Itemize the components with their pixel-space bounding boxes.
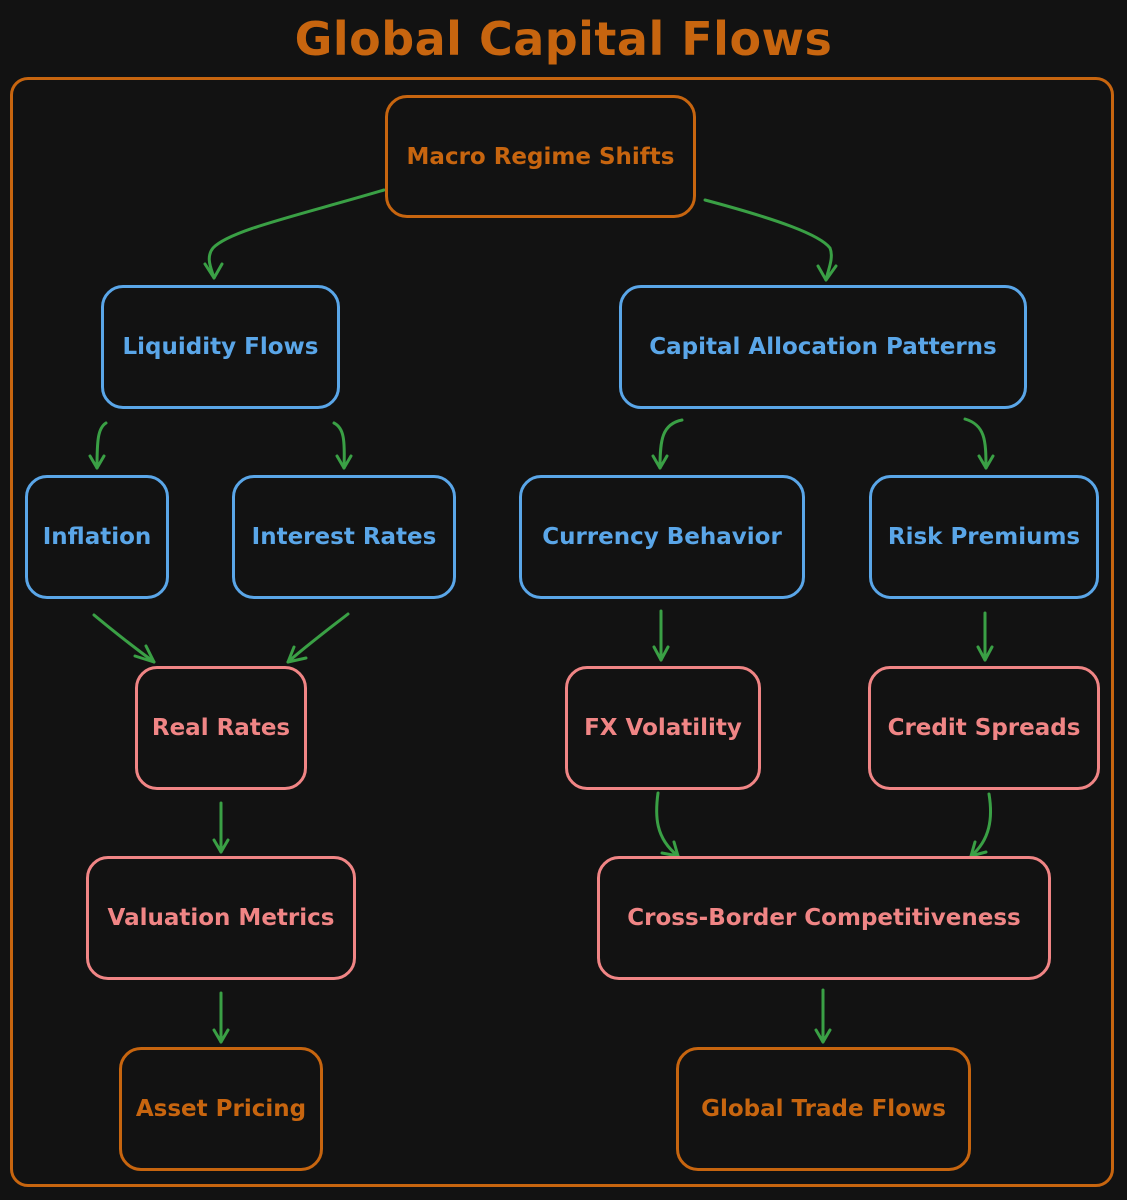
node-asset-pricing: Asset Pricing — [119, 1047, 323, 1171]
edge-macro-liquidity — [203, 188, 386, 280]
node-currency-behavior: Currency Behavior — [519, 475, 805, 599]
edge-liquidity-inflation — [88, 421, 108, 470]
edge-currency-fxvol — [652, 609, 670, 662]
edge-capital-currency — [651, 418, 684, 470]
edge-risk-credit — [976, 611, 994, 662]
node-liquidity-flows: Liquidity Flows — [101, 285, 340, 409]
node-inflation: Inflation — [25, 475, 169, 599]
node-macro-regime-shifts: Macro Regime Shifts — [385, 95, 696, 218]
edge-capital-risk — [963, 417, 995, 470]
edge-crossborder-tradeflows — [814, 988, 832, 1044]
edge-credit-crossborder — [969, 792, 993, 858]
node-real-rates: Real Rates — [135, 666, 307, 790]
edge-valuation-assetpricing — [212, 991, 230, 1044]
node-risk-premiums: Risk Premiums — [869, 475, 1099, 599]
node-capital-allocation-patterns: Capital Allocation Patterns — [619, 285, 1027, 409]
node-cross-border-competitiveness: Cross-Border Competitiveness — [597, 856, 1051, 980]
edge-macro-capital — [703, 198, 838, 282]
node-valuation-metrics: Valuation Metrics — [86, 856, 356, 980]
edge-liquidity-interest — [332, 421, 353, 470]
diagram-frame — [10, 77, 1114, 1187]
node-global-trade-flows: Global Trade Flows — [676, 1047, 971, 1171]
edge-fxvol-crossborder — [655, 791, 680, 858]
diagram-title: Global Capital Flows — [294, 12, 833, 66]
edge-interest-realrates — [286, 612, 350, 664]
node-fx-volatility: FX Volatility — [565, 666, 761, 790]
edge-realrates-valuation — [212, 801, 230, 854]
edge-inflation-realrates — [92, 613, 156, 664]
node-interest-rates: Interest Rates — [232, 475, 456, 599]
node-credit-spreads: Credit Spreads — [868, 666, 1100, 790]
